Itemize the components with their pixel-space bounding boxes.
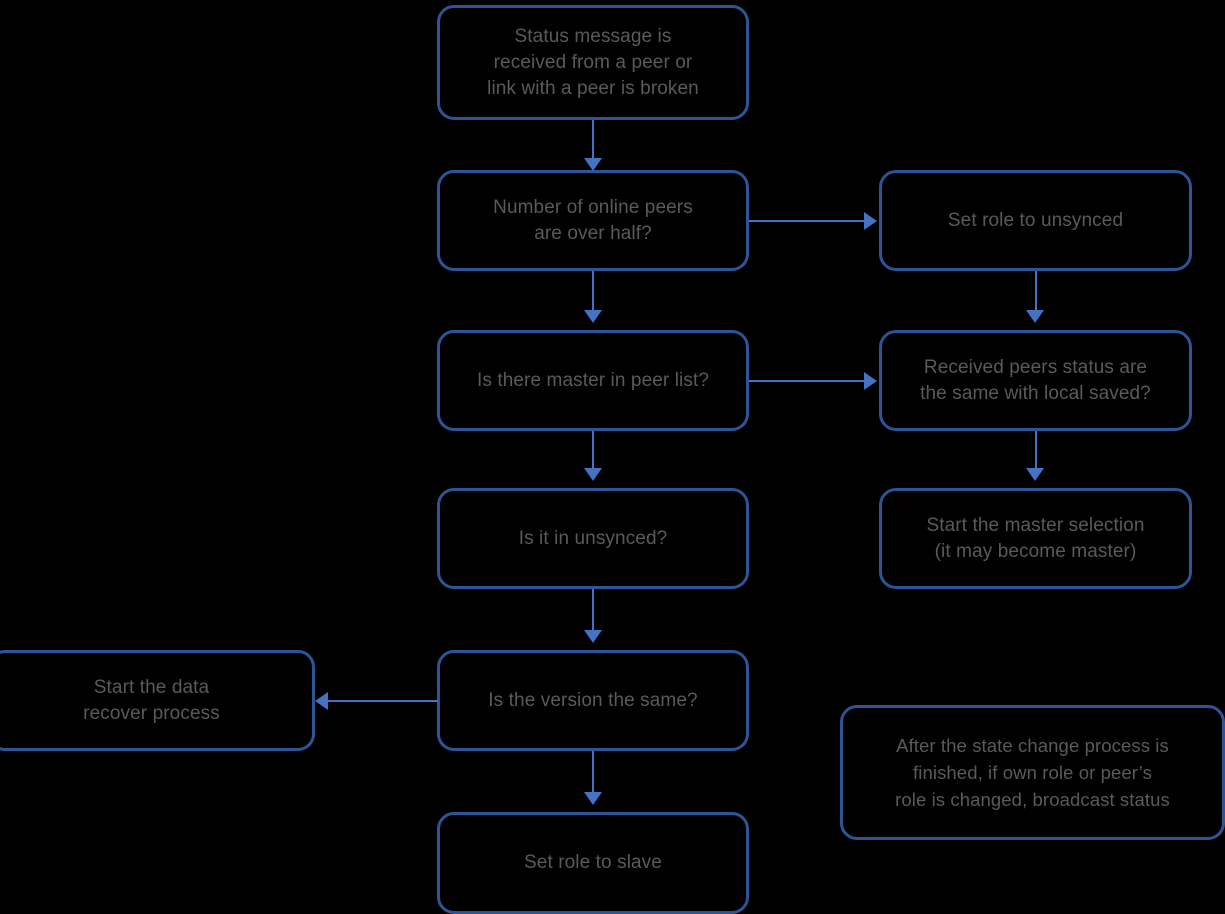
node-is-it-in-unsynced[interactable]: Is it in unsynced?: [437, 488, 749, 589]
edge-online-peers-to-unsynced: [749, 220, 867, 222]
edge-status-to-online-peers: [592, 120, 594, 162]
node-label: Number of online peers are over half?: [493, 196, 693, 244]
node-label: Is there master in peer list?: [476, 369, 710, 391]
node-label: Start the master selection (it may becom…: [926, 514, 1145, 562]
edge-version-same-to-set-slave: [592, 751, 594, 795]
node-label: Set role to slave: [524, 852, 662, 873]
node-label: Is the version the same?: [488, 689, 698, 711]
node-online-peers-over-half[interactable]: Number of online peers are over half?: [437, 170, 749, 271]
node-label: Received peers status are the same with …: [920, 356, 1151, 404]
edge-in-unsynced-to-version-same-arrow: [584, 630, 602, 643]
node-is-version-the-same[interactable]: Is the version the same?: [437, 650, 749, 751]
edge-online-peers-to-master-list: [592, 271, 594, 313]
node-start-data-recover-process[interactable]: Start the data recover process: [0, 650, 315, 751]
node-received-peers-status-same[interactable]: Received peers status are the same with …: [879, 330, 1192, 431]
node-start-master-selection[interactable]: Start the master selection (it may becom…: [879, 488, 1192, 589]
node-label: Status message is received from a peer o…: [487, 25, 699, 99]
edge-unsynced-to-received-status: [1035, 271, 1037, 313]
node-label: Is it in unsynced?: [518, 527, 668, 549]
node-label: After the state change process is finish…: [895, 735, 1170, 810]
edge-received-status-to-master-selection: [1035, 431, 1037, 471]
edge-unsynced-to-received-status-arrow: [1026, 310, 1044, 323]
edge-received-status-to-master-selection-arrow: [1026, 468, 1044, 481]
edge-master-list-to-in-unsynced-arrow: [584, 468, 602, 481]
node-set-role-to-unsynced[interactable]: Set role to unsynced: [879, 170, 1192, 271]
edge-master-list-to-received-status: [749, 380, 867, 382]
edge-version-same-to-data-recover: [328, 700, 438, 702]
edge-status-to-online-peers-arrow: [584, 158, 602, 171]
edge-version-same-to-set-slave-arrow: [584, 792, 602, 805]
node-status-message-received[interactable]: Status message is received from a peer o…: [437, 5, 749, 120]
node-label: Start the data recover process: [83, 676, 220, 724]
node-broadcast-status-note[interactable]: After the state change process is finish…: [840, 705, 1225, 840]
edge-master-list-to-received-status-arrow: [864, 372, 877, 390]
edge-online-peers-to-unsynced-arrow: [864, 212, 877, 230]
node-set-role-to-slave[interactable]: Set role to slave: [437, 812, 749, 914]
edge-version-same-to-data-recover-arrow: [315, 692, 328, 710]
node-master-in-peer-list[interactable]: Is there master in peer list?: [437, 330, 749, 431]
node-label: Set role to unsynced: [947, 209, 1124, 231]
edge-master-list-to-in-unsynced: [592, 431, 594, 471]
edge-in-unsynced-to-version-same: [592, 589, 594, 633]
edge-online-peers-to-master-list-arrow: [584, 310, 602, 323]
